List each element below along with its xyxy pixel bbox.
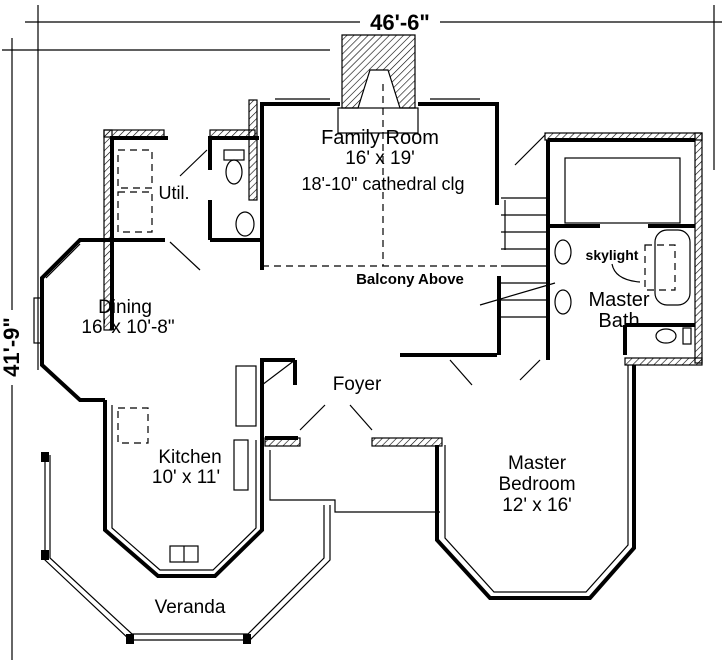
master-bath-label-1: Master [588,289,649,311]
dimension-lines [2,5,722,660]
balcony-label: Balcony Above [356,271,464,288]
family-room-size: 16' x 19' [345,148,415,169]
kitchen-label: Kitchen [158,447,221,468]
width-dimension: 46'-6" [370,10,430,35]
master-bedroom-size: 12' x 16' [502,495,572,516]
veranda-label: Veranda [155,597,226,618]
master-bedroom-label-1: Master [508,453,567,474]
foyer-label: Foyer [333,374,382,395]
kitchen-size: 10' x 11' [152,467,220,488]
skylight-label: skylight [586,247,639,263]
dining-size: 16' x 10'-8" [81,317,174,338]
master-bath-label-2: Bath [598,310,639,332]
walls [33,84,703,644]
family-room-note: 18'-10" cathedral clg [302,174,465,194]
family-room-label: Family Room [321,127,439,149]
fireplace [337,34,419,134]
stairs [479,197,556,318]
skylight-arrow [611,263,641,283]
master-bedroom-label-2: Bedroom [498,474,575,495]
depth-dimension: 41'-9" [0,317,24,377]
utility-label: Util. [159,183,190,203]
dining-label: Dining [98,297,152,318]
